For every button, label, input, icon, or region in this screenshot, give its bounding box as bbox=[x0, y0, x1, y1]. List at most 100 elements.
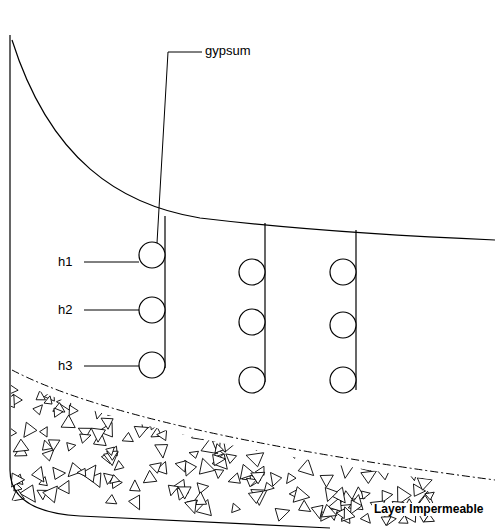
rock bbox=[287, 473, 296, 483]
rock bbox=[33, 405, 43, 415]
rock bbox=[381, 517, 391, 526]
rock bbox=[178, 487, 191, 499]
rock bbox=[152, 407, 163, 417]
rock bbox=[106, 495, 117, 504]
rock bbox=[129, 495, 140, 510]
rock bbox=[299, 500, 311, 511]
rock bbox=[251, 472, 265, 484]
rock bbox=[185, 461, 197, 477]
rock bbox=[130, 480, 141, 491]
rock bbox=[235, 421, 251, 435]
leader-line bbox=[84, 366, 139, 367]
rock bbox=[149, 463, 161, 474]
rock bbox=[157, 430, 167, 441]
leader-line bbox=[84, 310, 139, 311]
rock bbox=[106, 447, 115, 455]
rock bbox=[407, 470, 418, 480]
rock bbox=[232, 503, 241, 512]
gypsum-block bbox=[239, 259, 265, 285]
rock bbox=[122, 432, 133, 441]
rock bbox=[270, 472, 281, 486]
rock bbox=[134, 426, 148, 437]
rock bbox=[293, 487, 310, 502]
rock bbox=[228, 473, 240, 483]
rock bbox=[321, 451, 331, 462]
rock bbox=[69, 405, 78, 415]
depth-label: h2 bbox=[58, 303, 72, 317]
stake bbox=[164, 216, 165, 368]
rock bbox=[264, 482, 274, 491]
rock bbox=[226, 454, 237, 464]
rock bbox=[42, 440, 52, 450]
depth-label: h1 bbox=[58, 255, 72, 269]
gypsum-block bbox=[239, 367, 265, 393]
rock bbox=[361, 462, 371, 472]
rock bbox=[351, 500, 362, 514]
rock bbox=[396, 460, 407, 471]
rock bbox=[377, 470, 389, 480]
rock bbox=[275, 508, 290, 521]
depth-label: h3 bbox=[58, 359, 72, 373]
rock bbox=[214, 427, 221, 436]
layer-label: Layer Impermeable bbox=[372, 503, 485, 516]
rock bbox=[197, 483, 209, 494]
stake bbox=[264, 223, 265, 382]
rock bbox=[13, 439, 29, 452]
rock bbox=[361, 471, 377, 484]
rock bbox=[154, 408, 171, 422]
rock bbox=[215, 469, 224, 478]
rock bbox=[77, 468, 86, 476]
rock bbox=[76, 391, 86, 399]
rock bbox=[399, 515, 408, 523]
rock bbox=[91, 428, 105, 442]
rock bbox=[417, 478, 432, 490]
rock bbox=[53, 467, 66, 479]
rock bbox=[108, 406, 120, 416]
rock bbox=[298, 459, 313, 475]
rock bbox=[42, 450, 54, 461]
rock bbox=[246, 453, 264, 467]
rock bbox=[183, 419, 199, 435]
rock bbox=[240, 464, 255, 479]
rock bbox=[58, 480, 69, 493]
rock bbox=[5, 382, 18, 396]
gypsum-block bbox=[330, 312, 356, 338]
rock bbox=[67, 443, 76, 451]
leader-line bbox=[157, 52, 202, 243]
gypsum-block bbox=[239, 309, 265, 335]
rock bbox=[175, 461, 186, 472]
gypsum-block bbox=[139, 352, 165, 378]
rock bbox=[314, 446, 326, 458]
rock bbox=[212, 454, 227, 470]
rock bbox=[213, 455, 226, 466]
rock bbox=[192, 427, 204, 439]
rock bbox=[40, 427, 48, 437]
gypsum-block bbox=[139, 242, 165, 268]
rock bbox=[215, 444, 223, 453]
rock bbox=[322, 504, 337, 517]
rock bbox=[325, 488, 337, 502]
rock bbox=[54, 408, 63, 417]
leader-lines bbox=[84, 52, 202, 366]
rock bbox=[199, 458, 214, 474]
rock bbox=[360, 513, 370, 523]
rock bbox=[171, 411, 181, 419]
rock bbox=[341, 464, 354, 479]
rock bbox=[320, 475, 333, 487]
rock bbox=[24, 422, 37, 437]
rock bbox=[114, 461, 124, 471]
rock bbox=[80, 434, 91, 443]
gypsum-block bbox=[139, 297, 165, 323]
gypsum-blocks bbox=[139, 242, 356, 393]
stake bbox=[355, 230, 356, 390]
rock bbox=[43, 486, 58, 503]
rock bbox=[32, 466, 44, 482]
rock bbox=[155, 445, 168, 458]
rock bbox=[392, 456, 404, 470]
rock bbox=[110, 475, 120, 484]
rock bbox=[36, 390, 45, 400]
rock bbox=[361, 491, 370, 499]
rock bbox=[291, 441, 305, 455]
